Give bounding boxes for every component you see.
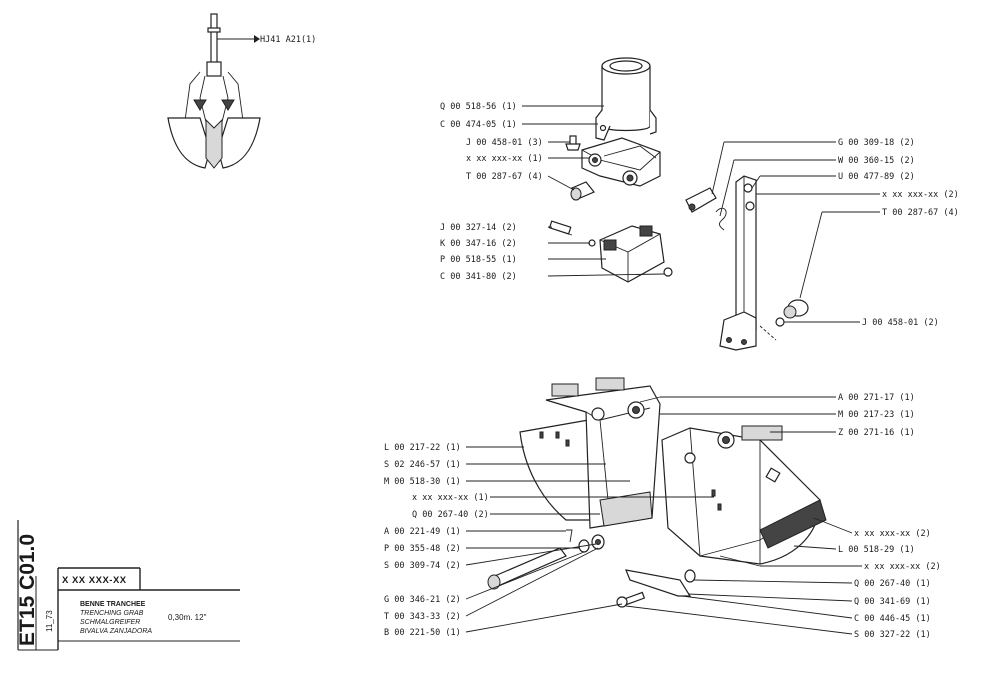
part-label: U 00 477-89 (2) — [838, 172, 915, 182]
part-number: X XX XXX-XX — [62, 575, 127, 586]
part-label: Z 00 271-16 (1) — [838, 428, 915, 438]
sheet-date: 11_73 — [45, 610, 54, 632]
part-label: x xx xxx-xx (2) — [882, 190, 959, 200]
part-label: x xx xxx-xx (1) — [412, 493, 489, 503]
arm-assembly-figure — [685, 175, 809, 351]
part-label: G 00 346-21 (2) — [384, 595, 461, 605]
title-block: ET15 C01.0 11_73 X XX XXX-XX BENNE TRANC… — [16, 520, 240, 651]
grab-overview-figure — [167, 13, 261, 169]
part-label: M 00 518-30 (1) — [384, 477, 461, 487]
part-label: C 00 446-45 (1) — [854, 614, 931, 624]
part-label: x xx xxx-xx (1) — [466, 154, 543, 164]
part-label: J 00 458-01 (2) — [862, 318, 939, 328]
part-label: A 00 221-49 (1) — [384, 527, 461, 537]
part-label: J 00 458-01 (3) — [466, 138, 543, 148]
part-label: Q 00 267-40 (1) — [854, 579, 931, 589]
title-de: SCHMALGREIFER — [80, 619, 140, 626]
part-label: M 00 217-23 (1) — [838, 410, 915, 420]
part-label: x xx xxx-xx (2) — [854, 529, 931, 539]
part-label: S 00 327-22 (1) — [854, 630, 931, 640]
part-label: W 00 360-15 (2) — [838, 156, 915, 166]
part-label: P 00 518-55 (1) — [440, 255, 517, 265]
part-label: Q 00 267-40 (2) — [412, 510, 489, 520]
part-label: L 00 518-29 (1) — [838, 545, 915, 555]
title-fr: BENNE TRANCHEE — [80, 601, 146, 608]
part-label: K 00 347-16 (2) — [440, 239, 517, 249]
part-label: C 00 341-80 (2) — [440, 272, 517, 282]
reference-label: HJ41 A21(1) — [260, 35, 316, 45]
part-label: T 00 287-67 (4) — [466, 172, 543, 182]
labels-right: G 00 309-18 (2) W 00 360-15 (2) U 00 477… — [838, 138, 959, 640]
part-label: L 00 217-22 (1) — [384, 443, 461, 453]
part-label: Q 00 518-56 (1) — [440, 102, 517, 112]
part-label: G 00 309-18 (2) — [838, 138, 915, 148]
part-label: T 00 343-33 (2) — [384, 612, 461, 622]
head-assembly-figure — [547, 57, 673, 283]
title-es: BIVALVA ZANJADORA — [80, 628, 152, 635]
labels-left: Q 00 518-56 (1) C 00 474-05 (1) J 00 458… — [384, 102, 543, 638]
part-label: J 00 327-14 (2) — [440, 223, 517, 233]
sheet-code: ET15 C01.0 — [16, 534, 39, 646]
part-label: x xx xxx-xx (2) — [864, 562, 941, 572]
part-label: Q 00 341-69 (1) — [854, 597, 931, 607]
leader-lines-right — [625, 141, 880, 635]
part-label: S 02 246-57 (1) — [384, 460, 461, 470]
part-label: B 00 221-50 (1) — [384, 628, 461, 638]
leader-lines-left — [465, 105, 714, 633]
part-label: P 00 355-48 (2) — [384, 544, 461, 554]
part-label: S 00 309-74 (2) — [384, 561, 461, 571]
part-label: C 00 474-05 (1) — [440, 120, 517, 130]
bucket-size: 0,30m. 12" — [168, 613, 207, 622]
part-label: T 00 287-67 (4) — [882, 208, 959, 218]
part-label: A 00 271-17 (1) — [838, 393, 915, 403]
bucket-shells-figure — [487, 377, 827, 608]
title-en: TRENCHING GRAB — [80, 610, 144, 617]
